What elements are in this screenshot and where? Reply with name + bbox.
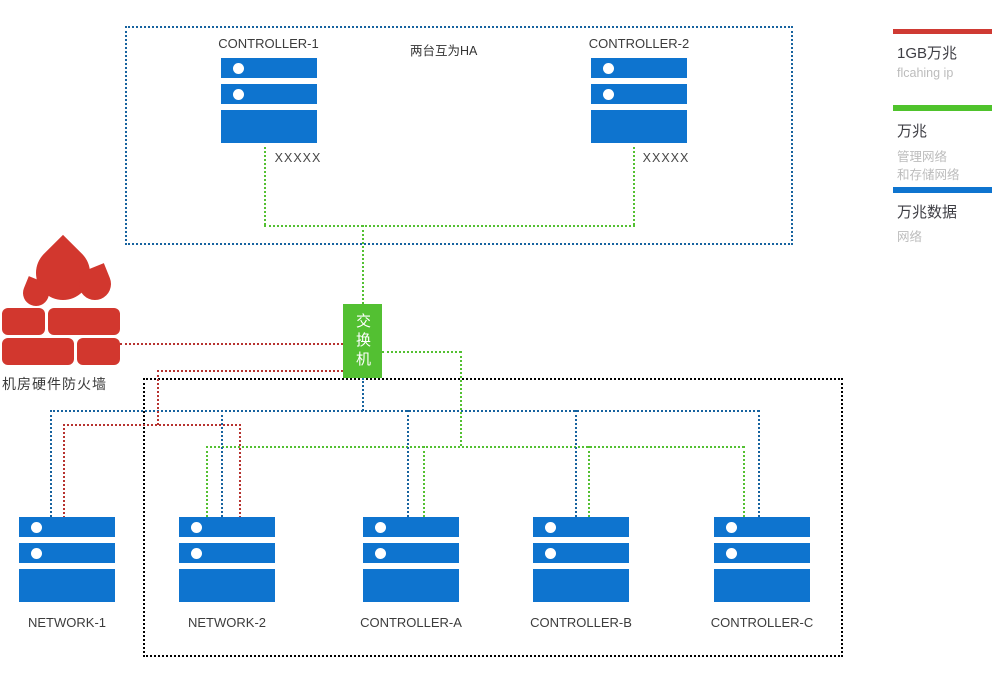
server-bar <box>533 517 629 537</box>
server-icon-network-1 <box>19 517 115 602</box>
data-link-controllerC-drop <box>758 410 760 517</box>
ha-link-to-switch <box>362 225 364 304</box>
switch-node: 交换机 <box>343 304 382 378</box>
mgmt-link-controllerC-drop <box>743 446 745 517</box>
node-label-controller-a: CONTROLLER-A <box>360 615 462 630</box>
server-icon-network-2 <box>179 517 275 602</box>
server-bar <box>221 84 317 104</box>
server-bar <box>533 543 629 563</box>
server-bar <box>363 543 459 563</box>
ha-link-horizontal <box>264 225 635 227</box>
data-link-controllerA-drop <box>407 410 409 517</box>
server-icon-controller-1 <box>221 58 317 143</box>
server-bar <box>591 58 687 78</box>
server-bar <box>363 517 459 537</box>
data-link-controllerB-drop <box>575 410 577 517</box>
server-bar <box>179 569 275 602</box>
server-bar <box>19 517 115 537</box>
brick <box>77 338 120 365</box>
server-bar <box>221 110 317 143</box>
fw-link-network2-drop <box>239 424 241 518</box>
legend-title: 万兆数据 <box>897 204 958 221</box>
legend-title: 万兆 <box>897 123 928 140</box>
fw-link-firewall-switch <box>120 343 343 345</box>
server-bar <box>179 517 275 537</box>
mgmt-link-network2-drop <box>206 446 208 517</box>
brick <box>2 338 74 365</box>
server-icon-controller-c <box>714 517 810 602</box>
node-label-controller-2: CONTROLLER-2 <box>588 36 690 51</box>
server-icon-controller-b <box>533 517 629 602</box>
server-icon-controller-a <box>363 517 459 602</box>
data-link-network2-drop <box>221 410 223 517</box>
mgmt-link-controllerB-drop <box>588 446 590 517</box>
data-link-network1-drop <box>50 410 52 517</box>
fw-link-network1-drop <box>63 424 65 518</box>
server-bar <box>19 543 115 563</box>
legend-swatch-green <box>893 105 992 111</box>
server-bar <box>363 569 459 602</box>
legend-swatch-red <box>893 29 992 34</box>
fw-link-down <box>157 370 159 425</box>
mgmt-link-switch-out <box>382 351 461 353</box>
node-label-controller-1: CONTROLLER-1 <box>218 36 319 51</box>
legend-title: 1GB万兆 <box>897 45 958 62</box>
legend-subtitle: 网络 <box>897 230 923 244</box>
server-bar <box>714 543 810 563</box>
fw-link-bus <box>63 424 241 426</box>
ha-link-controller1-drop <box>264 147 266 225</box>
ha-link-controller2-drop <box>633 147 635 225</box>
ha-note: 两台互为HA <box>410 44 478 58</box>
node-label-controller-c: CONTROLLER-C <box>710 615 814 630</box>
port-label-controller-1: XXXXX <box>274 151 322 165</box>
brick <box>48 308 120 335</box>
mgmt-link-controllerA-drop <box>423 446 425 517</box>
brick <box>2 308 45 335</box>
server-bar <box>221 58 317 78</box>
port-label-controller-2: XXXXX <box>642 151 690 165</box>
legend-subtitle: 和存储网络 <box>897 168 960 182</box>
legend-subtitle: 管理网络 <box>897 150 948 164</box>
mgmt-link-down <box>460 351 462 446</box>
server-bar <box>714 517 810 537</box>
server-bar <box>714 569 810 602</box>
mgmt-link-bus <box>206 446 744 448</box>
server-bar <box>533 569 629 602</box>
node-label-controller-b: CONTROLLER-B <box>530 615 632 630</box>
legend-swatch-blue <box>893 187 992 193</box>
legend: 1GB万兆 flcahing ip 万兆 管理网络 和存储网络 万兆数据 网络 <box>893 29 992 249</box>
server-icon-controller-2 <box>591 58 687 143</box>
bottom-cluster-box <box>143 378 843 657</box>
firewall-icon <box>0 234 124 369</box>
server-bar <box>591 84 687 104</box>
legend-subtitle: flcahing ip <box>897 66 954 80</box>
node-label-network-2: NETWORK-2 <box>188 615 266 630</box>
fw-link-switch-out <box>157 370 343 372</box>
node-label-network-1: NETWORK-1 <box>28 615 106 630</box>
server-bar <box>179 543 275 563</box>
server-bar <box>19 569 115 602</box>
top-cluster-box <box>125 26 793 245</box>
server-bar <box>591 110 687 143</box>
firewall-label: 机房硬件防火墙 <box>2 376 107 392</box>
data-link-bus <box>50 410 759 412</box>
data-link-switch-down <box>362 378 364 411</box>
